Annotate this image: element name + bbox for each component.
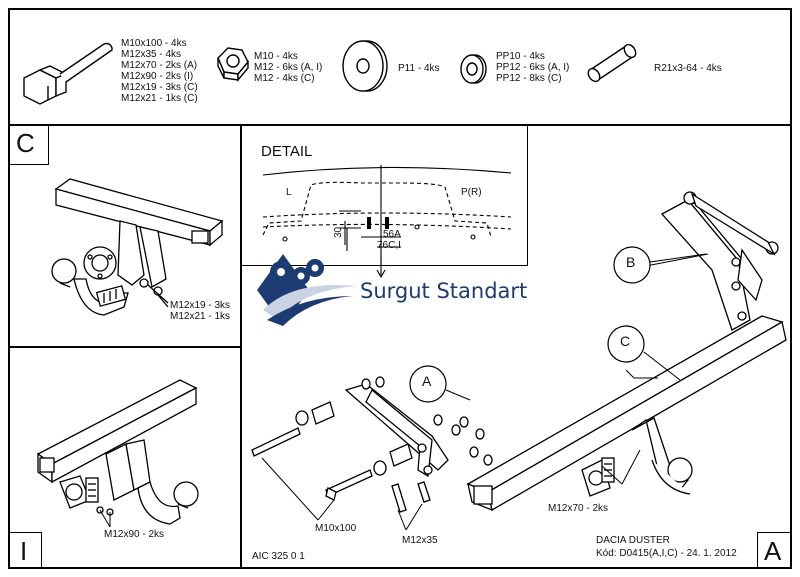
divider-left-column	[240, 124, 242, 569]
panel-c-letter-box	[8, 125, 49, 165]
nut-icon	[217, 47, 249, 82]
bolt-spec: M12x90 - 2ks (I)	[121, 71, 194, 82]
nut-spec: M12 - 6ks (A, I)	[254, 62, 323, 73]
panel-i-letter: I	[20, 536, 28, 566]
main-towbar-assembly-drawing	[251, 191, 787, 531]
watermark-text: Surgut Standart	[360, 279, 528, 303]
nut-spec: M10 - 4ks	[254, 51, 298, 62]
product-code: Kód: D0415(A,I,C) - 24. 1. 2012	[596, 548, 737, 559]
callout-c: C	[620, 333, 631, 349]
panel-c-bolt-spec: M12x21 - 1ks	[170, 311, 231, 322]
panel-c-towbar-drawing	[51, 178, 224, 316]
detail-left-mark: L	[286, 187, 292, 198]
m12x70-label: M12x70 - 2ks	[548, 503, 609, 514]
panel-c-bolt-labels: M12x19 - 3ks M12x21 - 1ks	[170, 300, 230, 322]
detail-dim-56a: 56A	[383, 229, 401, 240]
tube-icon	[587, 43, 637, 83]
bolt-icon	[23, 42, 113, 105]
bolt-spec: M12x35 - 4ks	[121, 49, 182, 60]
tube-spec: R21x3-64 - 4ks	[654, 63, 722, 74]
nut-spec: M12 - 4ks (C)	[254, 73, 315, 84]
detail-bumper-drawing	[262, 165, 512, 279]
detail-box	[241, 125, 528, 266]
bolt-spec: M10x100 - 4ks	[121, 38, 187, 49]
panel-i-towbar-drawing	[36, 379, 199, 525]
small-washer-spec: PP12 - 6ks (A, I)	[496, 62, 570, 73]
large-washer-icon	[342, 40, 388, 92]
callout-a: A	[422, 373, 432, 389]
callout-b: B	[626, 254, 636, 270]
divider-left-middle	[8, 346, 241, 348]
m12x35-label: M12x35	[402, 535, 438, 546]
small-washer-list: PP10 - 4ks PP12 - 6ks (A, I) PP12 - 8ks …	[496, 51, 569, 84]
panel-i-bolt-spec: M12x90 - 2ks	[104, 529, 165, 540]
nut-list: M10 - 4ks M12 - 6ks (A, I) M12 - 4ks (C)	[254, 51, 322, 84]
gear-logo-icon	[257, 254, 357, 326]
main-letter-box	[757, 532, 792, 569]
small-washer-spec: PP12 - 8ks (C)	[496, 73, 562, 84]
small-washer-spec: PP10 - 4ks	[496, 51, 545, 62]
car-model: DACIA DUSTER	[596, 535, 670, 546]
detail-dim-76ci: 76C,I	[377, 240, 401, 251]
bolt-spec: M12x70 - 2ks (A)	[121, 60, 198, 71]
m10x100-label: M10x100	[315, 523, 357, 534]
detail-title: DETAIL	[261, 143, 313, 160]
detail-right-mark: P(R)	[461, 187, 482, 198]
drawing-code: AIC 325 0 1	[252, 551, 305, 562]
bolt-list: M10x100 - 4ks M12x35 - 4ks M12x70 - 2ks …	[121, 38, 198, 104]
main-letter: A	[764, 536, 782, 566]
panel-i-letter-box	[8, 532, 42, 569]
bolt-spec: M12x21 - 1ks (C)	[121, 93, 198, 104]
panel-c-letter: C	[16, 128, 35, 158]
large-washer-spec: P11 - 4ks	[398, 63, 440, 74]
drawing-sheet	[8, 8, 792, 569]
small-washer-icon	[460, 54, 487, 84]
bolt-spec: M12x19 - 3ks (C)	[121, 82, 198, 93]
panel-c-bolt-spec: M12x19 - 3ks	[170, 300, 231, 311]
